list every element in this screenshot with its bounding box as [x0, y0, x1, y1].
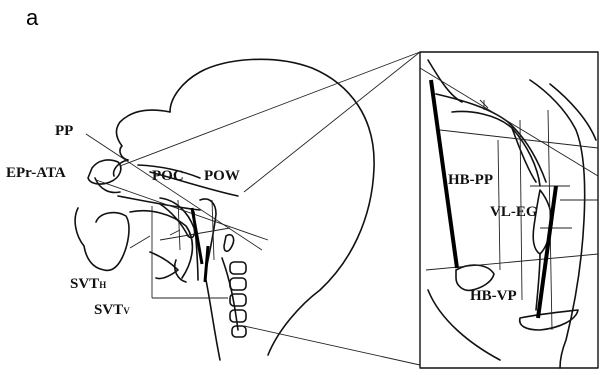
- label-svt-v: SVTV: [94, 302, 130, 318]
- mandible-tongue: [75, 208, 192, 282]
- soft-palate-pharynx: [160, 198, 238, 360]
- label-pp: PP: [55, 123, 73, 139]
- label-poc: POC: [152, 168, 184, 184]
- measurement-bars-left: [192, 208, 208, 282]
- panel-letter: a: [26, 5, 39, 30]
- label-epr-ata: EPr-ATA: [6, 165, 66, 181]
- label-pow: POW: [204, 168, 240, 184]
- label-hb-vp: HB-VP: [470, 288, 517, 304]
- label-hb-pp: HB-PP: [448, 172, 493, 188]
- label-vl-eg: VL-EG: [490, 204, 538, 220]
- reference-lines-left: [86, 52, 420, 365]
- label-svt-h: SVTH: [70, 276, 106, 292]
- inset-panel: [244, 52, 598, 368]
